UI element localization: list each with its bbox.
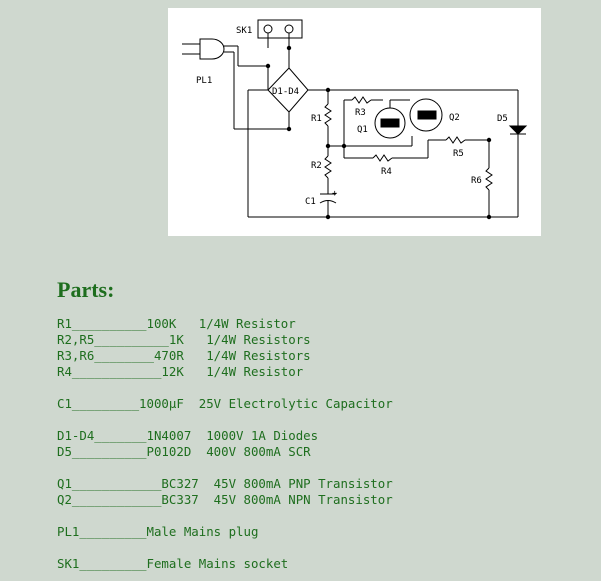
label-d5: D5: [497, 114, 508, 124]
label-d1-d4: D1-D4: [272, 87, 299, 97]
part-line: Q2____________BC337 45V 800mA NPN Transi…: [57, 492, 393, 507]
part-line: D1-D4_______1N4007 1000V 1A Diodes: [57, 428, 319, 443]
label-r1: R1: [311, 114, 322, 124]
label-r2: R2: [311, 161, 322, 171]
part-line: C1_________1000µF 25V Electrolytic Capac…: [57, 396, 393, 411]
circuit-schematic: SK1 PL1 D1-D4 R1 R2 R3 R4 R5 R6 Q1 Q2 D5…: [168, 8, 541, 236]
label-r3: R3: [355, 108, 366, 118]
resistor-r5: [445, 136, 466, 144]
label-q2: Q2: [449, 113, 460, 123]
part-line: R2,R5__________1K 1/4W Resistors: [57, 332, 311, 347]
resistor-r3: [351, 96, 372, 104]
label-pl1: PL1: [196, 76, 212, 86]
schematic-svg: SK1 PL1 D1-D4 R1 R2 R3 R4 R5 R6 Q1 Q2 D5…: [182, 19, 528, 220]
part-gap: [57, 540, 393, 556]
part-line: R4____________12K 1/4W Resistor: [57, 364, 304, 379]
resistor-r6: [485, 167, 493, 191]
parts-list: R1__________100K 1/4W Resistor R2,R5____…: [57, 316, 393, 572]
part-line: SK1_________Female Mains socket: [57, 556, 289, 571]
part-line: PL1_________Male Mains plug: [57, 524, 259, 539]
label-r5: R5: [453, 149, 464, 159]
label-r6: R6: [471, 176, 482, 186]
parts-heading: Parts:: [57, 277, 115, 302]
part-line: R1__________100K 1/4W Resistor: [57, 316, 296, 331]
part-gap: [57, 380, 393, 396]
label-c1-plus: +: [332, 189, 338, 199]
part-gap: [57, 508, 393, 524]
part-gap: [57, 460, 393, 476]
part-line: Q1____________BC327 45V 800mA PNP Transi…: [57, 476, 393, 491]
part-line: D5__________P0102D 400V 800mA SCR: [57, 444, 311, 459]
part-gap: [57, 412, 393, 428]
resistor-r4: [372, 154, 393, 162]
resistor-r1: [324, 103, 332, 127]
scr-d5: [508, 125, 528, 135]
label-r4: R4: [381, 167, 392, 177]
plug-pl1: [199, 38, 225, 60]
transistor-q2: [409, 98, 443, 132]
resistor-r2: [324, 155, 332, 179]
socket-sk1: [257, 19, 303, 39]
part-line: R3,R6________470R 1/4W Resistors: [57, 348, 311, 363]
label-q1: Q1: [357, 125, 368, 135]
label-c1: C1: [305, 197, 316, 207]
label-sk1: SK1: [236, 26, 252, 36]
